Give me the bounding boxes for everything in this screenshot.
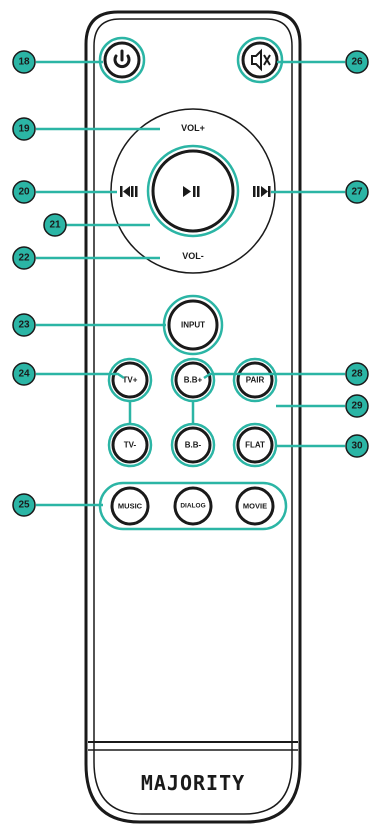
callout-21: 21 <box>43 213 67 237</box>
callout-28: 28 <box>345 362 369 386</box>
svg-text:24: 24 <box>18 369 30 380</box>
svg-text:19: 19 <box>18 124 30 135</box>
vol-up-label[interactable]: VOL+ <box>181 123 205 133</box>
callout-23: 23 <box>12 313 36 337</box>
previous-track-button[interactable] <box>120 186 138 197</box>
power-button[interactable] <box>98 36 146 84</box>
bass-up-label: B.B+ <box>184 376 203 385</box>
play-pause-icon <box>183 186 200 197</box>
callout-22: 22 <box>12 246 36 270</box>
input-label: INPUT <box>181 321 205 330</box>
callout-19: 19 <box>12 117 36 141</box>
tv-up-button[interactable]: TV+ <box>107 357 153 403</box>
previous-track-icon <box>120 186 138 197</box>
svg-text:21: 21 <box>49 220 61 231</box>
movie-button[interactable]: MOVIE <box>235 486 275 526</box>
movie-label: MOVIE <box>243 502 267 511</box>
mute-speaker-icon <box>251 48 271 72</box>
svg-text:27: 27 <box>351 187 363 198</box>
callout-29: 29 <box>345 394 369 418</box>
svg-text:30: 30 <box>351 441 363 452</box>
callout-25: 25 <box>12 493 36 517</box>
callout-18: 18 <box>12 50 36 74</box>
input-button[interactable]: INPUT <box>162 294 224 356</box>
dialog-button[interactable]: DIALOG <box>173 486 213 526</box>
callout-30: 30 <box>345 434 369 458</box>
remote-body-inner <box>93 18 293 815</box>
pair-label: PAIR <box>246 376 265 385</box>
bass-down-label: B.B- <box>185 441 202 450</box>
svg-text:22: 22 <box>18 253 30 264</box>
tv-down-button[interactable]: TV- <box>107 422 153 468</box>
flat-button[interactable]: FLAT <box>232 422 278 468</box>
bass-down-button[interactable]: B.B- <box>170 422 216 468</box>
next-track-button[interactable] <box>253 186 271 197</box>
svg-text:25: 25 <box>18 500 30 511</box>
tv-down-label: TV- <box>124 441 137 450</box>
callout-leaders <box>36 60 345 507</box>
mute-button[interactable] <box>236 36 284 84</box>
callout-26: 26 <box>345 50 369 74</box>
music-label: MUSIC <box>118 502 143 511</box>
svg-text:28: 28 <box>351 369 363 380</box>
power-icon <box>113 49 131 69</box>
svg-text:20: 20 <box>18 187 30 198</box>
callout-27: 27 <box>345 180 369 204</box>
callout-20: 20 <box>12 180 36 204</box>
pair-button[interactable]: PAIR <box>232 357 278 403</box>
svg-text:23: 23 <box>18 320 30 331</box>
music-button[interactable]: MUSIC <box>110 486 150 526</box>
callout-24: 24 <box>12 362 36 386</box>
bass-up-button[interactable]: B.B+ <box>170 357 216 403</box>
play-pause-button[interactable] <box>146 144 240 238</box>
tv-up-label: TV+ <box>123 376 138 385</box>
svg-text:26: 26 <box>351 57 363 68</box>
svg-text:18: 18 <box>18 57 30 68</box>
svg-text:29: 29 <box>351 401 363 412</box>
next-track-icon <box>253 186 271 197</box>
vol-down-label[interactable]: VOL- <box>182 251 204 261</box>
flat-label: FLAT <box>245 441 265 450</box>
dialog-label: DIALOG <box>180 503 205 510</box>
brand-logo: MAJORITY <box>141 771 245 795</box>
